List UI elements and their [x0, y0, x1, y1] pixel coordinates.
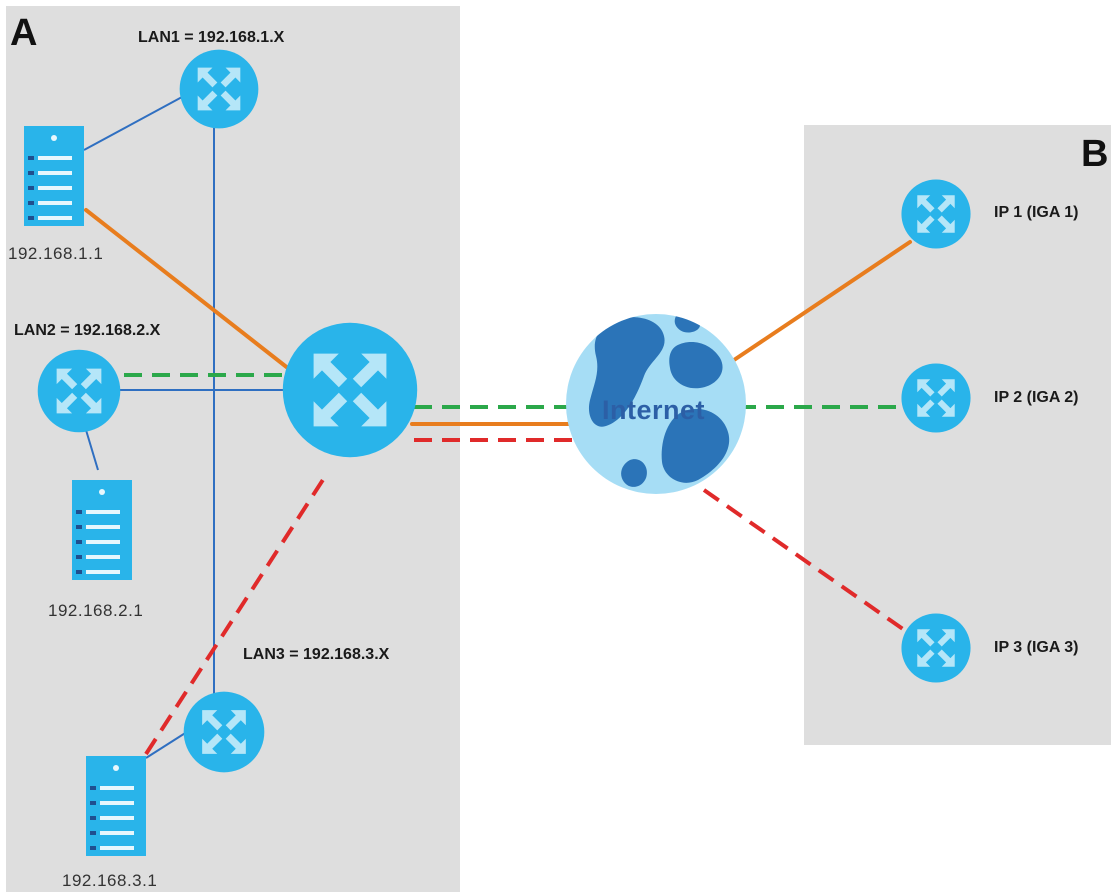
router-icon [901, 363, 971, 433]
lan2-label: LAN2 = 192.168.2.X [14, 322, 161, 339]
lan1-label: LAN1 = 192.168.1.X [138, 29, 285, 46]
ip1-label: IP 1 (IGA 1) [994, 204, 1079, 221]
path-red [144, 438, 912, 756]
host-lan3-label: 192.168.3.1 [62, 871, 158, 890]
lan-links [83, 96, 300, 759]
server-icon [72, 480, 132, 580]
host-lan1-label: 192.168.1.1 [8, 244, 104, 263]
globe-icon [566, 314, 746, 494]
router-icon [282, 322, 418, 458]
host-lan2-label: 192.168.2.1 [48, 601, 144, 620]
orange-server1-to-router [84, 208, 300, 378]
link-server3-router3 [145, 729, 191, 759]
path-orange [84, 208, 912, 426]
lan3-label: LAN3 = 192.168.3.X [243, 646, 390, 663]
router-icon [37, 349, 121, 433]
link-server1-router1 [83, 96, 183, 151]
router-icon [179, 49, 259, 129]
server-icon [86, 756, 146, 856]
ip2-label: IP 2 (IGA 2) [994, 389, 1079, 406]
red-internet-to-ip3 [702, 488, 912, 636]
internet-label: Internet [602, 395, 706, 425]
region-b-label: B [1081, 133, 1109, 175]
router-icon [183, 691, 265, 773]
orange-internet-to-ip1 [732, 240, 912, 362]
path-green [124, 373, 904, 409]
region-a-label: A [10, 12, 38, 54]
router-icon [901, 613, 971, 683]
ip3-label: IP 3 (IGA 3) [994, 639, 1079, 656]
router-icon [901, 179, 971, 249]
link-router2-server2 [85, 429, 99, 471]
server-icon [24, 126, 84, 226]
